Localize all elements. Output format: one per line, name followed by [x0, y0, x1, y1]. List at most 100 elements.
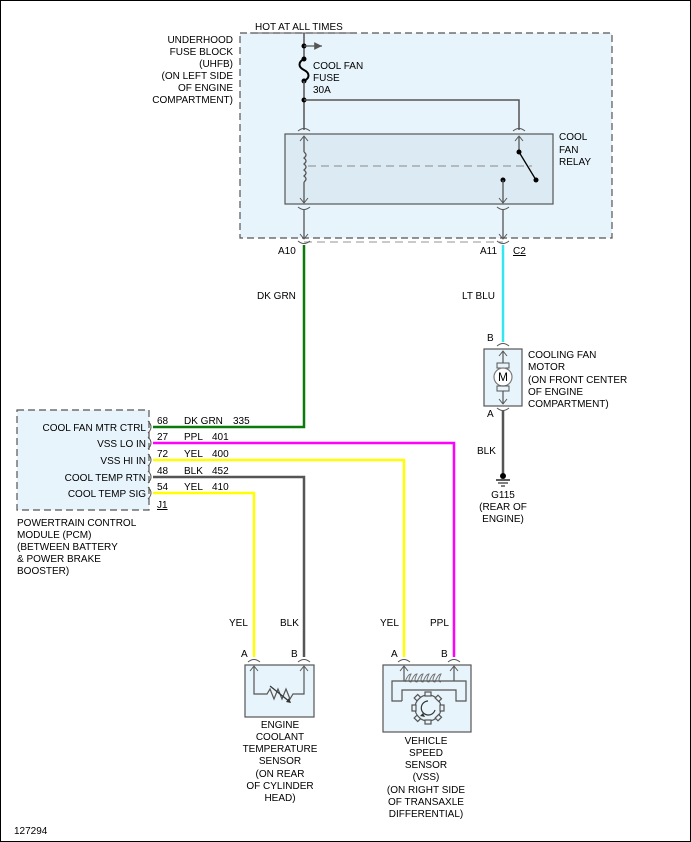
vss-cap-a [397, 659, 411, 663]
ect-sensor-label: ENGINE COOLANT TEMPERATURE SENSOR (ON RE… [243, 720, 318, 804]
relay-coil-icon [302, 151, 307, 183]
pcm-circuit-number: 452 [212, 466, 229, 477]
pcm-pin-number: 54 [157, 482, 169, 493]
fan-motor-cap-bottom [496, 407, 510, 411]
relay-coil-arrow-bottom [299, 197, 309, 204]
pcm-pin-terminal [147, 436, 152, 450]
svg-text:DIFFERENTIAL): DIFFERENTIAL) [389, 809, 463, 820]
relay-label: COOL FAN RELAY [559, 132, 591, 168]
pcm-pin-name: VSS LO IN [97, 439, 146, 450]
pcm-pin-name: VSS HI IN [100, 456, 146, 467]
svg-text:(ON LEFT SIDE: (ON LEFT SIDE [162, 71, 234, 82]
pcm-circuit-number: 410 [212, 482, 229, 493]
pcm-circuit-number: 335 [233, 416, 250, 427]
svg-text:ENGINE: ENGINE [261, 720, 300, 731]
pcm-pin-name: COOL TEMP RTN [65, 473, 146, 484]
pcm-wire-color: YEL [184, 482, 203, 493]
svg-text:COMPARTMENT): COMPARTMENT) [152, 95, 233, 106]
c2-a10-arrow [299, 233, 309, 240]
fuse-label-3: 30A [313, 85, 331, 96]
svg-text:MOTOR: MOTOR [528, 362, 565, 373]
pcm-wire-color: BLK [184, 466, 203, 477]
pcm-pin-terminal [147, 453, 152, 467]
pcm-pin-row: COOL FAN MTR CTRL 68 DK GRN 335 [42, 416, 250, 434]
svg-text:COOLANT: COOLANT [256, 732, 304, 743]
pcm-pin-row: COOL TEMP SIG 54 YEL 410 [68, 482, 229, 500]
vss-pin-a: A [391, 649, 398, 660]
svg-text:(ON RIGHT SIDE: (ON RIGHT SIDE [387, 785, 465, 796]
pcm-pin-name: COOL FAN MTR CTRL [42, 423, 146, 434]
relay-out-right-cap [496, 206, 510, 210]
motor-symbol: M [498, 370, 508, 384]
c2-pin-a10: A10 [278, 246, 296, 257]
svg-text:OF ENGINE: OF ENGINE [528, 387, 583, 398]
svg-text:VEHICLE: VEHICLE [405, 736, 448, 747]
svg-text:FUSE BLOCK: FUSE BLOCK [170, 47, 234, 58]
svg-text:OF CYLINDER: OF CYLINDER [246, 781, 313, 792]
ect-wire-a-label: YEL [229, 618, 248, 629]
pcm-pin-number: 48 [157, 466, 169, 477]
ect-cap-b [297, 659, 311, 663]
fuse-icon [298, 58, 310, 82]
hot-at-all-times-label: HOT AT ALL TIMES [255, 22, 343, 33]
svg-text:FAN: FAN [559, 145, 578, 156]
wire-blk-452 [153, 475, 306, 657]
svg-text:& POWER BRAKE: & POWER BRAKE [17, 554, 101, 565]
pcm-pin-name: COOL TEMP SIG [68, 489, 146, 500]
pcm-pin-row: COOL TEMP RTN 48 BLK 452 [65, 466, 229, 484]
svg-text:(VSS): (VSS) [413, 772, 440, 783]
svg-text:(ON REAR: (ON REAR [256, 769, 305, 780]
wire-lt-blu-label: LT BLU [462, 291, 495, 302]
pcm-pin-row: VSS LO IN 27 PPL 401 [97, 432, 229, 450]
cool-fan-relay-box [284, 133, 554, 205]
fuse-label-2: FUSE [313, 73, 340, 84]
pcm-pin-terminal [147, 486, 152, 500]
svg-text:MODULE (PCM): MODULE (PCM) [17, 530, 91, 541]
fan-motor-pin-b: B [487, 333, 494, 344]
pcm-pin-terminal [147, 420, 152, 434]
fan-motor-arrow-top [498, 350, 508, 357]
pcm-label: POWERTRAIN CONTROL MODULE (PCM) (BETWEEN… [17, 518, 137, 577]
c2-a11-arrow [498, 233, 508, 240]
ect-sensor-box [244, 664, 315, 718]
pcm-circuit-number: 400 [212, 449, 229, 460]
c2-connector-name: C2 [513, 246, 526, 257]
svg-text:HEAD): HEAD) [264, 793, 295, 804]
svg-text:(UHFB): (UHFB) [199, 59, 233, 70]
vss-pickup-icon [391, 665, 467, 725]
pcm-pin-number: 68 [157, 416, 169, 427]
pcm-box [16, 409, 150, 511]
svg-text:OF ENGINE: OF ENGINE [178, 83, 233, 94]
pcm-pin-terminal [147, 470, 152, 484]
pcm-wire-color: DK GRN [184, 416, 223, 427]
thermistor-icon [249, 665, 309, 703]
figure-id: 127294 [14, 826, 48, 837]
ect-pin-b: B [291, 649, 298, 660]
pcm-pin-number: 27 [157, 432, 169, 443]
svg-text:(BETWEEN BATTERY: (BETWEEN BATTERY [17, 542, 118, 553]
wire-blk-ground-label: BLK [477, 446, 496, 457]
wire-ppl-401 [153, 441, 456, 657]
wire-dk-grn-335 [153, 245, 306, 429]
pcm-wire-color: PPL [184, 432, 203, 443]
c2-pin-a11: A11 [480, 246, 497, 257]
pcm-wire-color: YEL [184, 449, 203, 460]
fan-motor-cap-top [496, 343, 510, 347]
fan-motor-label: COOLING FAN MOTOR (ON FRONT CENTER OF EN… [528, 350, 627, 410]
vss-wire-a-label: YEL [380, 618, 399, 629]
vss-wire-b-label: PPL [430, 618, 449, 629]
svg-text:TEMPERATURE: TEMPERATURE [243, 744, 318, 755]
svg-text:SENSOR: SENSOR [405, 760, 447, 771]
ground-icon [496, 473, 510, 487]
relay-switch-terminal-top [512, 128, 526, 132]
svg-text:SPEED: SPEED [409, 748, 443, 759]
ect-wire-b-label: BLK [280, 618, 299, 629]
relay-switch-arrow-top [514, 135, 524, 142]
vss-pin-b: B [441, 649, 448, 660]
vss-sensor-label: VEHICLE SPEED SENSOR (VSS) (ON RIGHT SID… [387, 736, 465, 820]
vss-cap-b [447, 659, 461, 663]
relay-coil-arrow-top [299, 135, 309, 142]
pcm-circuit-number: 401 [212, 432, 229, 443]
